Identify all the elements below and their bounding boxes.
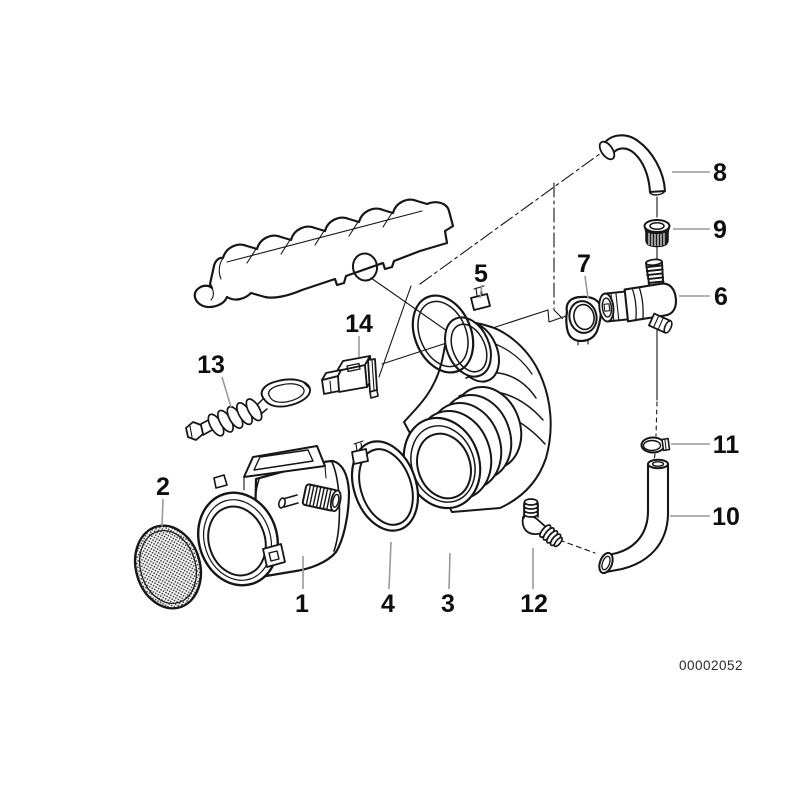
cable-holder-connector (321, 355, 379, 399)
callout-7: 7 (577, 250, 591, 278)
hose-clamp-ring (350, 440, 420, 532)
callout-13-leader (221, 376, 232, 408)
sensor-threaded-boss (301, 483, 342, 513)
callout-3: 3 (441, 590, 455, 618)
intake-manifold (193, 198, 455, 309)
corrugated-intake-boot (402, 316, 552, 513)
callout-1: 1 (295, 590, 309, 618)
screw-with-spring (185, 378, 311, 441)
grommet (643, 219, 671, 248)
callout-4: 4 (381, 590, 395, 618)
callout-12: 12 (520, 590, 548, 618)
callout-2: 2 (156, 473, 170, 501)
callout-4-leader (388, 541, 392, 590)
valve-outlet-nipple (648, 312, 673, 334)
callout-14: 14 (345, 310, 373, 338)
vent-hose-upper (598, 134, 667, 196)
callout-10: 10 (712, 503, 740, 531)
hose-open-end (598, 140, 616, 161)
callout-9: 9 (713, 216, 727, 244)
callout-3-leader (448, 552, 451, 590)
gasket (565, 295, 603, 346)
clamp-screw-block (470, 293, 491, 311)
callout-5-leader (479, 284, 483, 299)
callout-leaders (161, 171, 710, 590)
callout-7-leader (584, 275, 589, 299)
hose-clamp-small (640, 436, 671, 454)
vent-hose-lower (598, 458, 670, 575)
callout-13: 13 (197, 351, 225, 379)
callout-6: 6 (714, 283, 728, 311)
callout-5: 5 (474, 260, 488, 288)
manifold-port-hole (351, 252, 379, 282)
callout-8: 8 (713, 159, 727, 187)
callout-11: 11 (713, 431, 740, 459)
air-mass-sensor (196, 445, 351, 587)
sensor-inlet-ring (196, 491, 280, 587)
callout-labels: 1 2 3 4 5 6 7 8 9 10 11 12 13 14 (156, 159, 740, 618)
drawing-number: 00002052 (679, 658, 743, 673)
callout-2-leader (161, 498, 164, 527)
idle-air-valve (598, 258, 678, 334)
hose-clamp-upper (411, 285, 491, 374)
fitting-ribbed-nipple (539, 524, 563, 548)
mesh-screen (133, 524, 203, 610)
elbow-fitting (521, 498, 563, 548)
